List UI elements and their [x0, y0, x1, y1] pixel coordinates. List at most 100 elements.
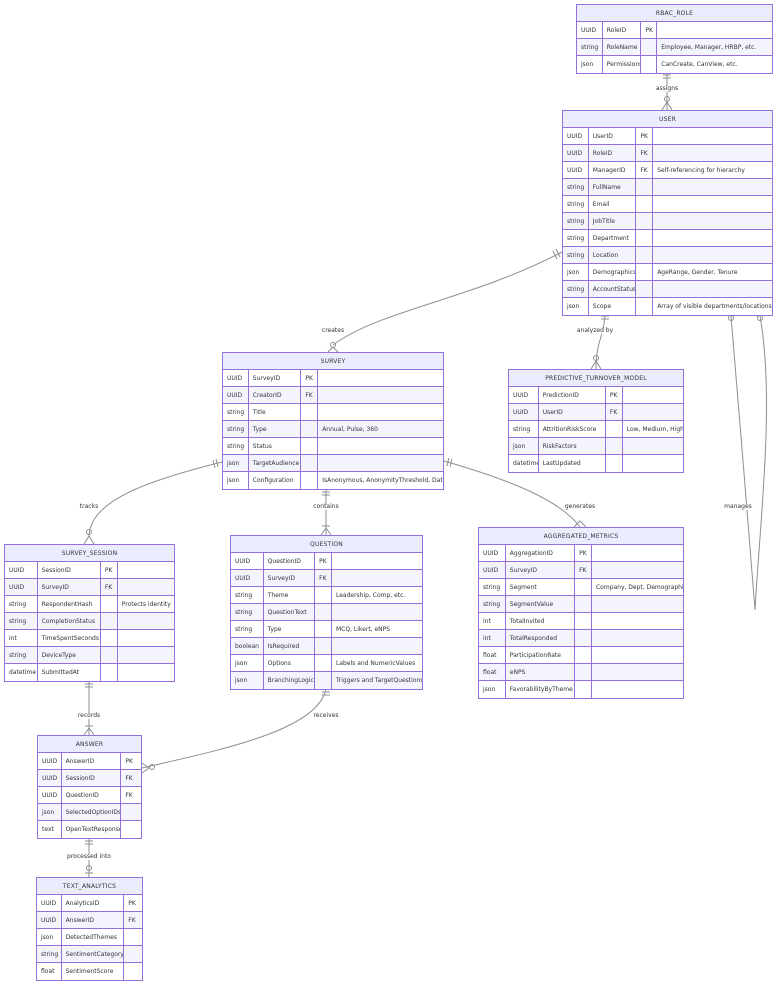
attr-key [101, 664, 118, 681]
attr-name: SessionID [62, 770, 122, 786]
attr-key [575, 681, 592, 698]
attr-type: UUID [38, 770, 62, 786]
rel-label-generates: generates [563, 503, 597, 510]
attr-type: string [223, 421, 249, 437]
attr-name: TimeSpentSeconds [38, 630, 101, 646]
attr-key: PK [641, 22, 658, 38]
attr-type: string [223, 404, 249, 420]
attr-comment: Triggers and TargetQuestions [335, 677, 422, 684]
attr-key [301, 438, 319, 454]
attr-comment [592, 647, 683, 663]
attr-name: Department [589, 230, 637, 246]
attr-name: Status [249, 438, 302, 454]
entity-title: SURVEY_SESSION [5, 545, 174, 562]
attr-name: RoleID [603, 22, 642, 38]
marker-zero-or-more [590, 355, 602, 370]
marker-zero-or-more [661, 96, 673, 111]
attr-name: AttritionRiskScore [539, 421, 606, 437]
marker-one-only [85, 683, 93, 688]
attr-comment [653, 230, 772, 246]
attr-type: int [479, 613, 506, 629]
attr-name: BranchingLogic [264, 672, 316, 689]
marker-one-only [322, 491, 330, 496]
rel-label-contains: contains [312, 503, 340, 510]
edge-tracks [88, 461, 223, 537]
marker-one-only [663, 74, 671, 79]
attr-type: string [231, 621, 264, 637]
attr-key [101, 613, 118, 629]
attr-comment [592, 630, 683, 646]
attr-key [575, 647, 592, 663]
marker-one-only [322, 691, 330, 696]
attr-key [101, 647, 118, 663]
marker-zero-or-more [573, 520, 587, 528]
attr-type: UUID [5, 562, 38, 578]
attr-name: PredictionID [539, 387, 606, 403]
attr-key [636, 247, 654, 263]
edge-generates [443, 460, 581, 528]
marker-one-only [212, 458, 219, 469]
attr-comment: Low, Medium, High [626, 425, 684, 433]
attr-key: FK [636, 145, 654, 161]
attr-key [124, 963, 142, 980]
attr-key [575, 613, 592, 629]
attr-comment [118, 664, 174, 681]
attr-type: string [37, 946, 62, 962]
attr-name: SurveyID [506, 562, 576, 578]
attr-type: json [231, 672, 264, 689]
attr-comment [653, 213, 772, 229]
attr-comment [653, 196, 772, 212]
attr-type: json [509, 438, 539, 454]
attr-name: SentimentScore [62, 963, 125, 980]
attr-key [606, 438, 623, 454]
attr-name: SelectedOptionIDs [62, 804, 122, 820]
attr-name: Demographics [589, 264, 637, 280]
attr-name: SessionID [38, 562, 101, 578]
attr-comment [653, 247, 772, 263]
attr-comment: Array of visible departments/locations [657, 303, 772, 310]
attr-name: Title [249, 404, 302, 420]
attr-comment [332, 604, 422, 620]
attr-key [121, 804, 141, 820]
rel-label-analyzed-by: analyzed by [575, 327, 615, 334]
attr-key: PK [575, 545, 592, 561]
attr-comment [653, 145, 772, 161]
attr-type: boolean [231, 638, 264, 654]
edge-creates [332, 251, 563, 346]
attr-name: JobTitle [589, 213, 637, 229]
attr-type: string [563, 281, 589, 297]
attr-comment [318, 455, 443, 471]
entity-title: AGGREGATED_METRICS [479, 528, 683, 545]
rel-label-assigns: assigns [654, 85, 680, 92]
attr-name: ParticipationRate [506, 647, 576, 663]
attr-name: FavorabilityByTheme [506, 681, 576, 698]
attr-comment [118, 613, 174, 629]
attr-key [636, 281, 654, 297]
attr-name: SubmittedAt [38, 664, 101, 681]
attr-name: RespondentHash [38, 596, 101, 612]
attr-name: FullName [589, 179, 637, 195]
attr-name: RoleID [589, 145, 637, 161]
